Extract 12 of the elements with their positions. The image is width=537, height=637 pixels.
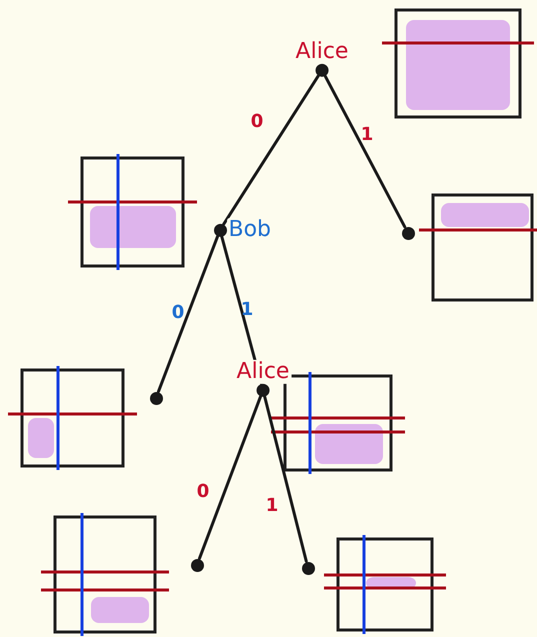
tree-branch	[198, 395, 262, 560]
edge-label: 1	[360, 126, 374, 144]
edge-label: 1	[240, 301, 254, 319]
edge-label: 0	[196, 483, 210, 501]
tree-branch	[157, 235, 219, 393]
edge-label: 0	[172, 304, 184, 322]
tree-branch	[324, 74, 406, 228]
tree-branch	[263, 395, 308, 563]
player-name: Alice	[234, 359, 292, 384]
edge-label: 0	[250, 113, 264, 131]
tree-branch	[222, 74, 320, 226]
edge-label: 1	[266, 497, 278, 515]
